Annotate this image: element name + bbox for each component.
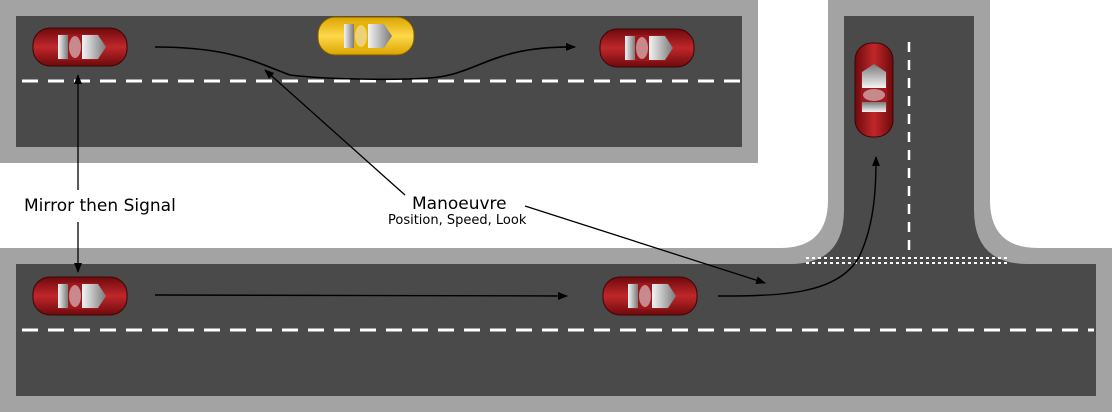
yellow-car-top xyxy=(317,16,415,56)
red-car-bottom-middle xyxy=(602,276,698,316)
approach-path-arrow xyxy=(154,291,568,300)
red-car-side-road xyxy=(854,42,894,138)
overtake-path-arrow xyxy=(154,42,576,81)
red-car-top-right xyxy=(599,28,695,68)
manoeuvre-pointer-down xyxy=(524,205,766,285)
manoeuvre-pointer-up xyxy=(264,69,406,196)
mirror-signal-label: Mirror then Signal xyxy=(24,196,176,216)
red-car-top-left xyxy=(32,27,128,67)
manoeuvre-detail-label: Position, Speed, Look xyxy=(388,213,527,228)
manoeuvre-label: Manoeuvre xyxy=(412,194,507,214)
junction-surface xyxy=(16,16,1096,396)
turn-path-arrow xyxy=(717,156,880,297)
red-car-bottom-left xyxy=(32,276,128,316)
